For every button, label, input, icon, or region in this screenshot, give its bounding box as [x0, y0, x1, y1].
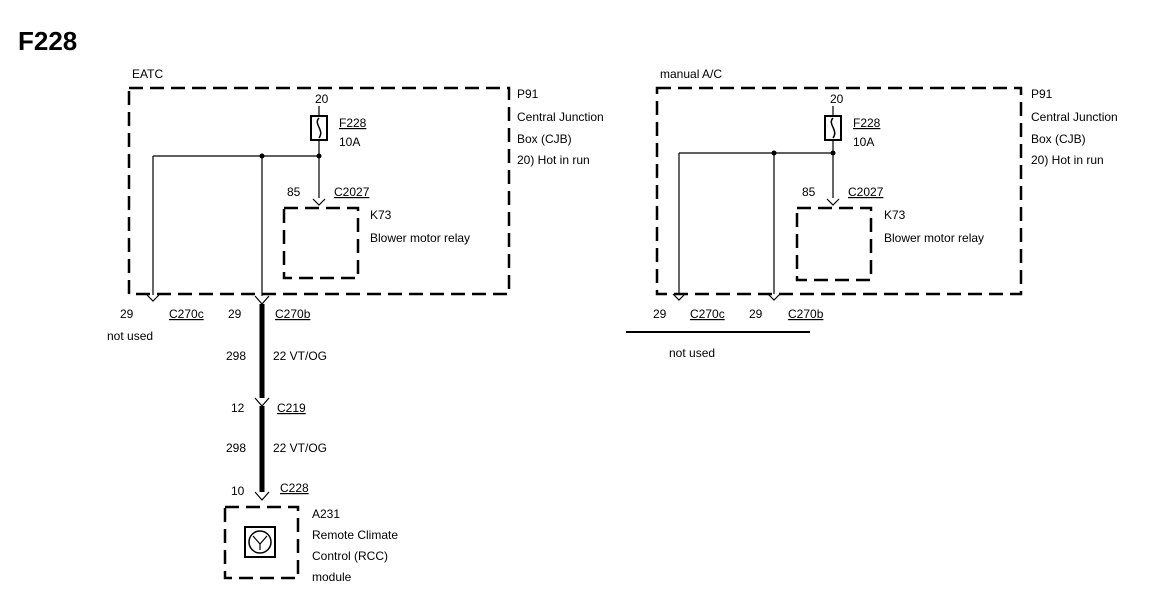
manual-conn-left: C270c: [690, 307, 725, 321]
eatc-cjb-line1: Central Junction: [517, 110, 604, 124]
manual-relay-connector-icon: [826, 198, 840, 206]
eatc-wire2: 22 VT/OG: [273, 441, 327, 455]
eatc-wire1: 22 VT/OG: [273, 349, 327, 363]
manual-left-connector-icon: [672, 293, 686, 301]
c228-connector-icon: [254, 491, 270, 501]
eatc-relay-pin: 85: [287, 185, 301, 199]
c219-pin: 12: [231, 401, 245, 415]
manual-fuse-id: F228: [853, 116, 881, 130]
eatc-pin-mid: 29: [228, 307, 242, 321]
eatc-fuse-icon: [310, 115, 328, 141]
module-id: A231: [312, 507, 340, 521]
rcc-module-box: [223, 505, 300, 580]
manual-conn-mid: C270b: [788, 307, 824, 321]
manual-ac-section: manual A/C P91 Central Junction Box (CJB…: [626, 67, 1118, 360]
eatc-section: EATC P91 Central Junction Box (CJB) 20) …: [107, 67, 604, 584]
motor-icon: [244, 526, 276, 558]
eatc-not-used: not used: [107, 329, 153, 343]
eatc-cjb-id: P91: [517, 87, 539, 101]
eatc-relay-name: Blower motor relay: [370, 231, 470, 245]
eatc-fuse-pin: 20: [315, 92, 329, 106]
manual-relay-id: K73: [884, 208, 906, 222]
eatc-pin-left: 29: [120, 307, 134, 321]
module-line3: module: [312, 570, 352, 584]
module-pin: 10: [231, 484, 245, 498]
eatc-circuit1: 298: [226, 349, 246, 363]
eatc-circuit2: 298: [226, 441, 246, 455]
manual-splice-right: [830, 150, 836, 156]
eatc-relay-id: K73: [370, 208, 392, 222]
manual-pin-mid: 29: [749, 307, 763, 321]
eatc-cjb-line3: 20) Hot in run: [517, 153, 590, 167]
eatc-cjb-boundary: [127, 86, 511, 296]
eatc-fuse-id: F228: [339, 116, 367, 130]
eatc-relay-box: [282, 206, 360, 280]
manual-relay-name: Blower motor relay: [884, 231, 984, 245]
eatc-cjb-line2: Box (CJB): [517, 132, 572, 146]
manual-cjb-boundary: [655, 86, 1023, 296]
eatc-relay-conn: C2027: [334, 185, 370, 199]
manual-pin-left: 29: [653, 307, 667, 321]
c219-connector-icon: [254, 397, 270, 407]
eatc-conn-mid: C270b: [275, 307, 311, 321]
eatc-fuse-rating: 10A: [339, 135, 360, 149]
module-line1: Remote Climate: [312, 528, 398, 542]
manual-cjb-id: P91: [1031, 87, 1053, 101]
manual-cjb-line1: Central Junction: [1031, 110, 1118, 124]
manual-fuse-pin: 20: [830, 92, 844, 106]
manual-cjb-line3: 20) Hot in run: [1031, 153, 1104, 167]
manual-relay-conn: C2027: [848, 185, 884, 199]
manual-label: manual A/C: [660, 67, 722, 81]
manual-cjb-line2: Box (CJB): [1031, 132, 1086, 146]
manual-not-used: not used: [669, 346, 715, 360]
eatc-conn-left: C270c: [169, 307, 204, 321]
manual-relay-pin: 85: [802, 185, 816, 199]
eatc-relay-connector-icon: [312, 198, 326, 206]
manual-relay-box: [795, 206, 873, 282]
eatc-left-connector-icon: [146, 294, 160, 302]
manual-fuse-rating: 10A: [853, 135, 874, 149]
eatc-mid-connector-icon: [254, 295, 270, 305]
module-line2: Control (RCC): [312, 549, 388, 563]
manual-mid-connector-icon: [767, 293, 781, 301]
manual-fuse-icon: [824, 115, 842, 141]
eatc-label: EATC: [132, 67, 163, 81]
c219-label: C219: [277, 401, 306, 415]
page-title: F228: [18, 26, 77, 56]
eatc-splice-right: [316, 153, 322, 159]
module-conn: C228: [280, 481, 309, 495]
